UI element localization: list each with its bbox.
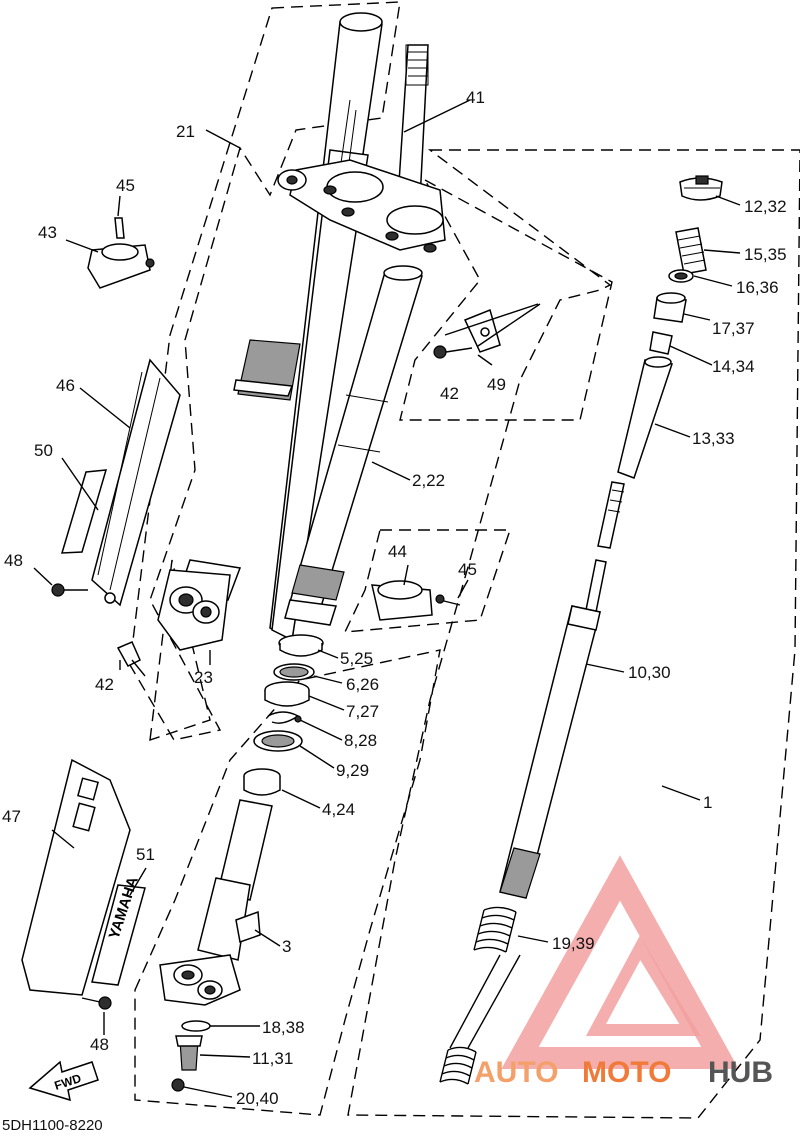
callout-17-37: 17,37 [712,319,755,338]
callout-50: 50 [34,441,53,460]
outer-tube-assembly [157,12,383,651]
callout-48-upper: 48 [4,551,23,570]
watermark-logo [501,855,739,1069]
callout-5-25: 5,25 [340,649,373,668]
fork-guard-lower: YAMAHA [21,758,146,1010]
callout-11-31: 11,31 [252,1049,293,1068]
callout-19-39: 19,39 [552,934,595,953]
bracket-49 [433,308,501,359]
callout-6-26: 6,26 [346,675,379,694]
watermark-auto: AUTO [474,1056,558,1089]
callout-21: 21 [176,122,195,141]
watermark-moto: MOTO [582,1056,671,1089]
callout-1: 1 [703,793,712,812]
callout-2-22: 2,22 [412,471,445,490]
clamp-44 [371,580,461,621]
inner-tube [284,265,423,626]
callout-51: 51 [136,845,155,864]
callout-9-29: 9,29 [336,761,369,780]
lower-axle-holder [159,799,273,1092]
bolt-42-lower [116,641,146,677]
callout-45-lower: 45 [458,560,477,579]
callout-8-28: 8,28 [344,731,377,750]
callout-42-lower: 42 [95,675,114,694]
callout-13-33: 13,33 [692,429,735,448]
callout-45-upper: 45 [116,176,135,195]
callout-47: 47 [2,807,21,826]
assembly-outlines [129,1,800,1119]
cartridge-assembly [499,175,723,899]
callout-41: 41 [466,88,485,107]
callout-43: 43 [38,223,57,242]
watermark-hub: HUB [708,1056,773,1089]
callout-4-24: 4,24 [322,800,355,819]
callout-18-38: 18,38 [262,1018,305,1037]
fork-guard-upper [51,358,181,607]
callout-49: 49 [487,375,506,394]
callout-7-27: 7,27 [346,702,379,721]
callout-46: 46 [56,376,75,395]
callout-16-36: 16,36 [736,278,779,297]
callout-15-35: 15,35 [744,245,787,264]
callout-14-34: 14,34 [712,357,755,376]
seal-stack [243,634,324,796]
springs [439,906,521,1085]
callout-48-lower: 48 [90,1035,109,1054]
clamp-43 [87,217,155,289]
watermark-text: AUTO MOTO HUB [474,1056,773,1089]
leader-lines [33,99,741,1098]
callout-12-32: 12,32 [744,197,787,216]
callout-42-upper: 42 [440,384,459,403]
callout-44: 44 [388,542,407,561]
fwd-arrow: FWD [28,1060,99,1102]
callout-labels: 21 41 45 43 46 50 48 42 23 42 49 2,22 44… [2,88,787,1108]
triple-clamp-assembly [277,44,446,253]
callout-23: 23 [194,668,213,687]
callout-20-40: 20,40 [236,1089,279,1108]
callout-3: 3 [282,937,291,956]
callout-10-30: 10,30 [628,663,671,682]
diagram-code: 5DH1100-8220 [2,1117,103,1134]
